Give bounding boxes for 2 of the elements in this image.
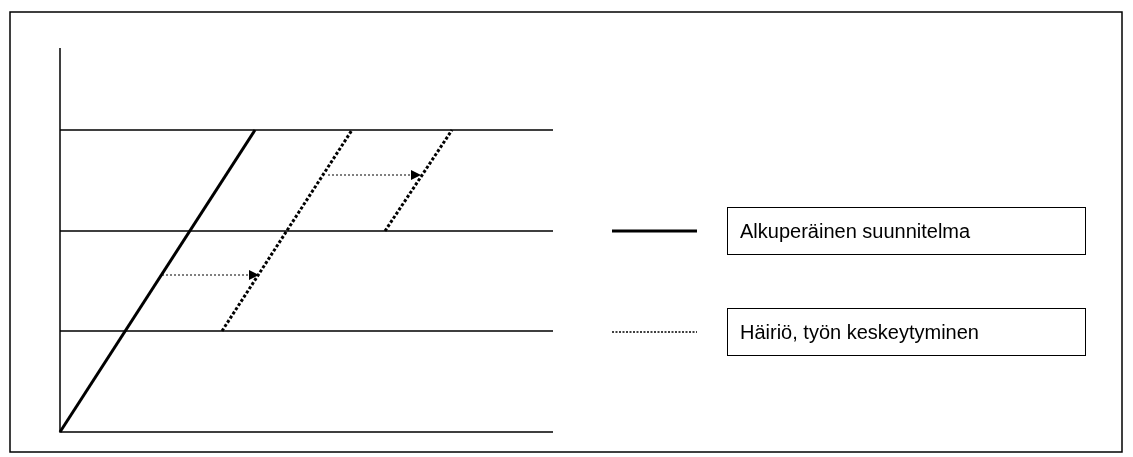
legend-label: Alkuperäinen suunnitelma: [727, 207, 1086, 255]
legend-label: Häiriö, työn keskeytyminen: [727, 308, 1086, 356]
